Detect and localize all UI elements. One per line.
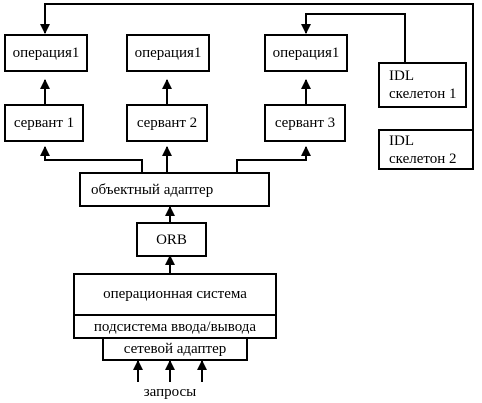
idl2-to-op1-arrow	[40, 3, 474, 129]
operation-box-2: операция1	[126, 34, 210, 72]
network-adapter-box: сетевой адаптер	[102, 337, 248, 361]
object-adapter-box: объектный адаптер	[79, 172, 270, 207]
requests-label: запросы	[143, 384, 197, 400]
idl-skeleton-2-line-2: скелетон 2	[389, 150, 457, 167]
servant-box-3: сервант 3	[264, 104, 346, 142]
servant-box-2: сервант 2	[126, 104, 208, 142]
operation-box-1: операция1	[4, 34, 88, 72]
servant-box-1: сервант 1	[4, 104, 84, 142]
io-subsystem-box: подсистема ввода/вывода	[73, 314, 277, 339]
adapter-to-servant1-arrow	[40, 146, 143, 172]
idl-skeleton-box-2: IDL скелетон 2	[378, 129, 474, 170]
operation-box-3: операция1	[264, 34, 348, 72]
idl-skeleton-2-line-1: IDL	[389, 132, 414, 149]
idl-skeleton-1-line-1: IDL	[389, 68, 414, 84]
orb-box: ORB	[136, 222, 207, 257]
adapter-to-servant3-arrow	[236, 146, 311, 172]
idl-skeleton-box-1: IDL скелетон 1	[378, 62, 467, 108]
idl-skeleton-1-line-2: скелетон 1	[389, 86, 457, 102]
idl1-to-op3-arrow	[301, 13, 406, 62]
operating-system-label: операционная система	[103, 286, 247, 302]
